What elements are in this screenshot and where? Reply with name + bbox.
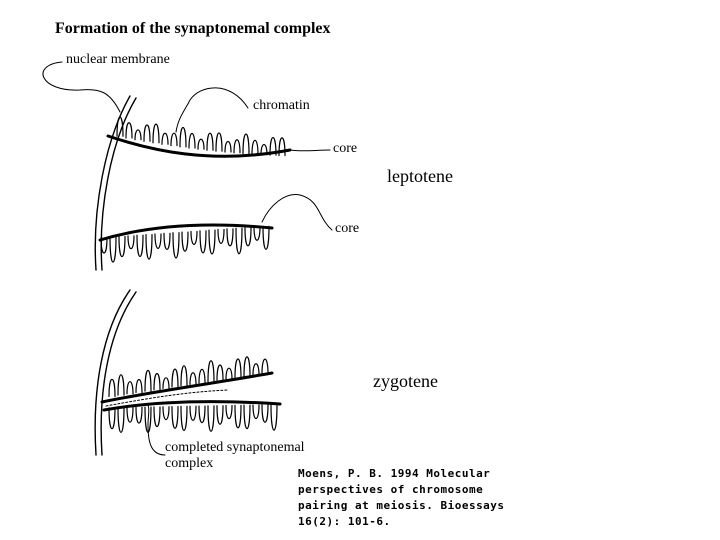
chromatin-loops-zygotene-upper [109, 357, 268, 397]
chromatin-loops-lower [101, 226, 269, 262]
chromatin-loop [126, 123, 132, 138]
chromatin-loop [262, 359, 268, 373]
chromatin-loop [146, 235, 152, 259]
chromatin-loop [226, 406, 232, 419]
chromatin-loop [227, 229, 233, 246]
chromatin-loop [163, 378, 169, 389]
chromatin-loop [244, 405, 250, 428]
leader-core-upper [290, 150, 330, 151]
label-core-lower: core [335, 221, 359, 237]
chromatin-loop [144, 125, 150, 141]
chromatin-loop [171, 133, 177, 145]
chromatin-loop [135, 130, 141, 140]
label-completed-sc-line2: complex [165, 456, 213, 472]
chromatin-loop [235, 405, 241, 428]
chromatin-loop [153, 124, 159, 143]
chromatin-loop [162, 133, 168, 144]
chromatin-loop [198, 139, 204, 149]
chromatin-loop [199, 406, 205, 423]
chromatin-loop [199, 369, 205, 383]
chromatin-loop [145, 370, 151, 391]
chromatin-loop [190, 373, 196, 385]
citation-line-4: 16(2): 101-6. [298, 515, 391, 528]
chromatin-loop [109, 379, 115, 396]
nuclear-membrane-lower [95, 290, 130, 455]
label-completed-sc-line1: completed synaptonemal [165, 440, 305, 456]
chromatin-loop [244, 357, 250, 376]
chromatin-loop [218, 230, 224, 244]
chromatin-loop [234, 140, 240, 153]
chromatin-loop [200, 231, 206, 253]
chromatin-loop [118, 375, 124, 395]
chromatin-loop [118, 408, 124, 433]
chromatin-loop [252, 140, 258, 154]
chromatin-loop [225, 141, 231, 152]
chromatin-loop [172, 407, 178, 429]
chromatin-loop [110, 237, 116, 262]
chromatin-loop [271, 405, 277, 430]
chromatin-loops-upper [117, 117, 285, 155]
chromatin-loop [263, 226, 269, 249]
label-nuclear-membrane: nuclear membrane [66, 52, 170, 68]
chromatin-loop [137, 235, 143, 256]
citation: Moens, P. B. 1994 Molecular perspectives… [298, 466, 558, 530]
nuclear-membrane-lower-inner [101, 292, 136, 455]
chromatin-loop [262, 405, 268, 422]
citation-line-1: Moens, P. B. 1994 Molecular [298, 467, 490, 480]
chromatin-loop [243, 134, 249, 153]
chromatin-loop [254, 227, 260, 240]
chromatin-loop [209, 230, 215, 254]
chromatin-loop [154, 407, 160, 427]
chromatin-loop [208, 361, 214, 382]
stage-zygotene: zygotene [373, 371, 438, 392]
diagram-title: Formation of the synaptonemal complex [55, 20, 331, 38]
chromatin-loop [128, 236, 134, 249]
chromatin-loop [191, 231, 197, 244]
label-core-upper: core [333, 141, 357, 157]
chromatin-loop [235, 359, 241, 378]
chromatin-loop [136, 380, 142, 393]
chromatin-loop [208, 406, 214, 431]
chromatin-loop [189, 133, 195, 148]
stage-leptotene: leptotene [387, 166, 453, 187]
leader-nuclear-membrane [43, 62, 120, 112]
chromatin-loop [154, 374, 160, 390]
chromatin-loop [172, 369, 178, 387]
chromatin-loop [253, 405, 259, 419]
chromatin-loop [181, 366, 187, 386]
chromatin-loop [119, 236, 125, 256]
chromatin-loop [180, 127, 186, 146]
chromatin-loop [136, 407, 142, 423]
chromatin-loop [236, 228, 242, 253]
chromatin-loop [182, 232, 188, 251]
chromatin-loop [217, 406, 223, 425]
core-leptotene-lower [100, 225, 272, 240]
citation-line-3: pairing at meiosis. Bioessays [298, 499, 505, 512]
chromatin-loop [109, 408, 115, 429]
chromatin-loop [155, 234, 161, 248]
chromatin-loop [173, 233, 179, 258]
chromatin-loop [181, 406, 187, 430]
chromatin-loop [164, 233, 170, 249]
chromatin-loop [226, 368, 232, 379]
chromatin-loop [216, 133, 222, 151]
leader-core-lower [262, 195, 332, 230]
chromatin-loop [163, 407, 169, 420]
label-chromatin: chromatin [253, 98, 310, 114]
chromatin-loop [253, 364, 259, 375]
chromatin-loops-zygotene-lower [109, 405, 277, 433]
chromatin-loop [127, 407, 133, 422]
chromatin-loop [245, 228, 251, 246]
chromatin-loop [217, 365, 223, 380]
chromatin-loop [127, 382, 133, 394]
leader-chromatin [176, 88, 248, 132]
citation-line-2: perspectives of chromosome [298, 483, 483, 496]
chromatin-loop [190, 406, 196, 420]
chromatin-loop [207, 133, 213, 150]
